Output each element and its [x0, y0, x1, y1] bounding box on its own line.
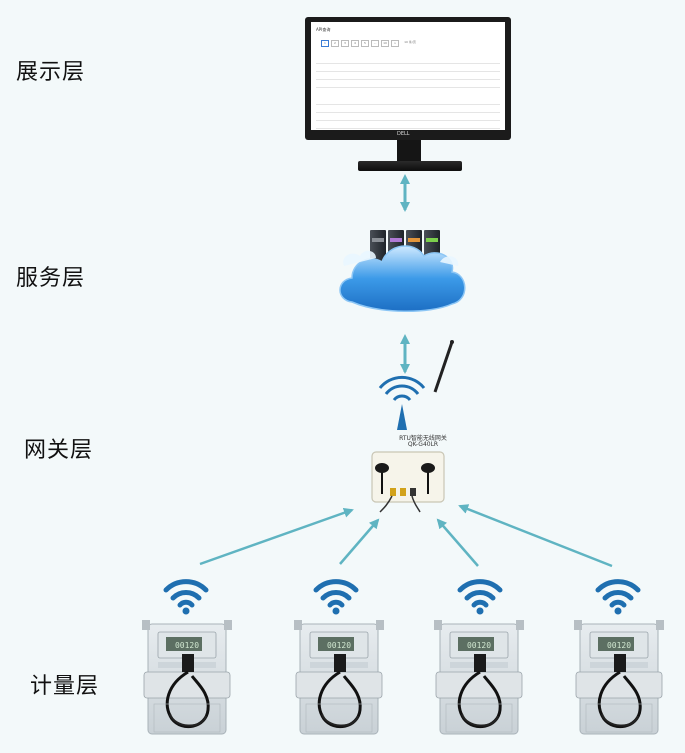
page-10: 10: [381, 40, 389, 47]
monitor-stand-base: [358, 161, 462, 171]
screen-pagination: 1 2 3 4 5 ... 10 > 10 条/页: [321, 40, 419, 47]
screen-table-2: [316, 97, 500, 129]
meter-1-reading: 00120: [175, 641, 199, 650]
page-3: 3: [341, 40, 349, 47]
page-4: 4: [351, 40, 359, 47]
metering-layer-label: 计量层: [30, 674, 100, 699]
service-layer-label: 服务层: [16, 266, 86, 291]
meter-1-arrow: [199, 507, 354, 566]
page-ellipsis: ...: [371, 40, 379, 47]
wifi-icon-2: [316, 582, 356, 615]
gateway-layer-label: 网关层: [24, 438, 94, 463]
meter-4-arrow: [458, 504, 613, 568]
meter-device-3: [432, 618, 526, 736]
meter-3-reading: 00120: [467, 641, 491, 650]
meter-device-1: [140, 618, 234, 736]
meter-device-2: [292, 618, 386, 736]
page-2: 2: [331, 40, 339, 47]
page-size: 10 条/页: [404, 40, 416, 44]
screen-title: API查询: [316, 27, 331, 32]
wifi-icon-4: [598, 582, 638, 615]
page-1: 1: [321, 40, 329, 47]
gateway-device-icon: [371, 340, 454, 513]
wifi-icon-1: [166, 582, 206, 615]
monitor-stand-neck: [397, 140, 421, 164]
meter-2-arrow: [339, 518, 380, 565]
monitor-screen: API查询 1 2 3 4 5 ... 10 > 10 条/页: [311, 22, 505, 130]
display-layer-label: 展示层: [16, 60, 86, 85]
meter-4-reading: 00120: [607, 641, 631, 650]
wifi-icon-3: [460, 582, 500, 615]
monitor-brand-logo: DELL: [397, 131, 410, 137]
gateway-model-label: QK-G40LR: [407, 441, 439, 448]
page-5: 5: [361, 40, 369, 47]
screen-table-1: [316, 56, 500, 88]
meter-2-reading: 00120: [327, 641, 351, 650]
meter-device-4: [572, 618, 666, 736]
cloud-icon: [339, 245, 466, 313]
page-next: >: [391, 40, 399, 47]
meter-3-arrow: [436, 518, 479, 567]
gateway-name-label: RTU智能无线网关: [399, 435, 447, 442]
